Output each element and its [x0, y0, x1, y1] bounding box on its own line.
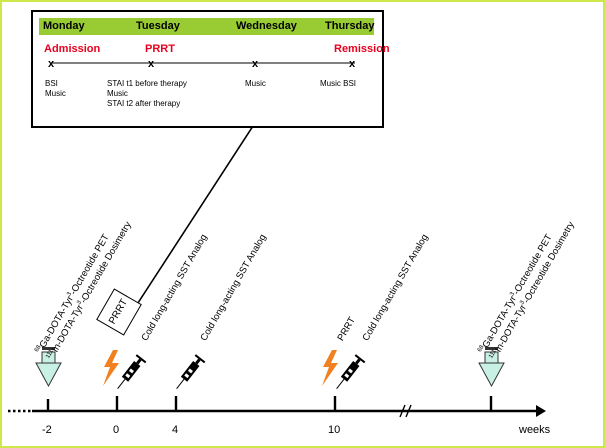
mark-monday: x	[48, 58, 55, 70]
note-monday-bsi: BSI	[45, 79, 58, 88]
day-header-bar	[39, 18, 374, 35]
inset-connector-line	[135, 125, 254, 307]
note-tuesday-music: Music	[107, 89, 128, 98]
tick-label-minus2: -2	[42, 424, 52, 436]
down-arrow-icon	[478, 347, 505, 388]
day-tuesday: Tuesday	[136, 20, 180, 32]
note-wednesday-music: Music	[245, 79, 266, 88]
tick-label-10: 10	[328, 424, 341, 436]
weekly-schedule-inset: Monday Tuesday Wednesday Thursday Admiss…	[31, 10, 390, 128]
day-monday: Monday	[43, 20, 85, 32]
note-thursday-music-bsi: Music BSI	[320, 79, 357, 88]
notes-thursday: Music BSI	[320, 79, 356, 89]
note-tuesday-stai-t1: STAI t1 before therapy	[107, 79, 187, 88]
timeline-unit-label: weeks	[519, 424, 551, 436]
mark-thursday: x	[349, 58, 356, 70]
note-monday-music: Music	[45, 89, 66, 98]
axis-break-icon	[399, 404, 412, 418]
day-wednesday: Wednesday	[236, 20, 297, 32]
down-arrow-icon	[35, 347, 62, 388]
event-remission: Remission	[334, 43, 390, 55]
event-admission: Admission	[44, 43, 101, 55]
event-prrt: PRRT	[145, 43, 175, 55]
lightning-bolt-icon	[322, 350, 338, 386]
lightning-bolt-icon	[103, 350, 119, 386]
notes-monday: BSI Music	[45, 79, 66, 99]
syringe-icon	[336, 354, 366, 390]
mark-tuesday: x	[148, 58, 155, 70]
note-tuesday-stai-t2: STAI t2 after therapy	[107, 99, 181, 108]
syringe-icon	[117, 354, 147, 390]
syringe-icon	[176, 354, 206, 390]
tick-label-4: 4	[172, 424, 179, 436]
day-thursday: Thursday	[325, 20, 375, 32]
notes-tuesday: STAI t1 before therapy Music STAI t2 aft…	[107, 79, 187, 109]
schedule-line-layer	[51, 62, 355, 64]
mark-wednesday: x	[252, 58, 259, 70]
timeline-arrowhead	[536, 405, 546, 417]
prrt-box-label: PRRT	[107, 297, 131, 327]
notes-wednesday: Music	[245, 79, 266, 89]
tick-label-0: 0	[113, 424, 120, 436]
